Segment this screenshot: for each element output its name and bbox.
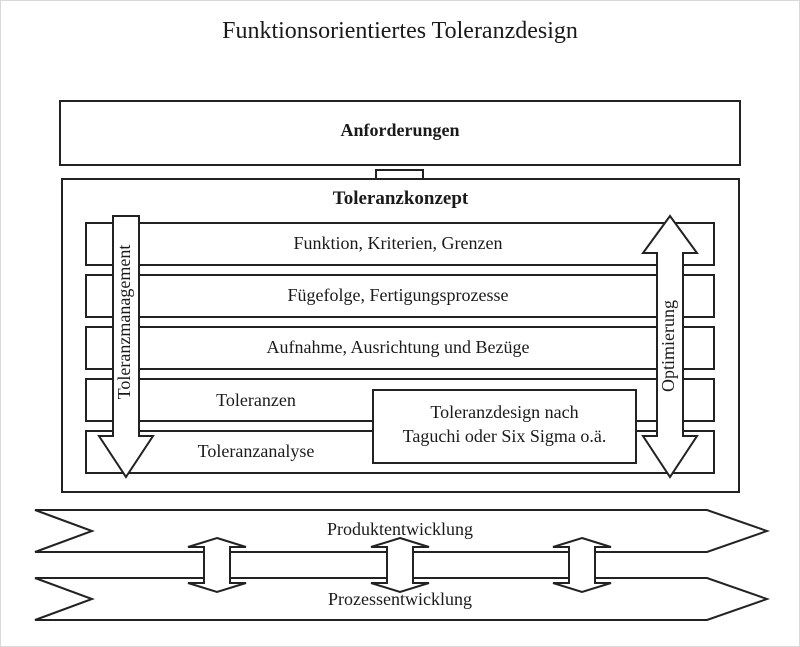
method-line-2: Taguchi oder Six Sigma o.ä. <box>402 426 607 446</box>
stream-exchange-double-arrow-icon <box>187 536 247 594</box>
method-box <box>372 389 637 464</box>
requirements-label: Anforderungen <box>340 120 460 140</box>
row-joining-sequence <box>85 274 715 318</box>
optimization-double-arrow-icon <box>641 214 699 479</box>
row-label-analysis: Toleranzanalyse <box>197 441 315 461</box>
row-function-criteria-limits <box>85 222 715 266</box>
row-label-function: Funktion, Kriterien, Grenzen <box>293 233 503 253</box>
row-label-tolerances: Toleranzen <box>216 390 296 410</box>
row-label-fixtures: Aufnahme, Ausrichtung und Bezüge <box>266 337 530 357</box>
row-fixtures-datums <box>85 326 715 370</box>
stream-connector-bar <box>595 552 707 578</box>
process-development-label: Prozessentwicklung <box>328 589 472 609</box>
stream-connector-bar <box>35 552 204 578</box>
stream-connector-bar <box>230 552 387 578</box>
management-down-arrow-icon <box>97 215 155 479</box>
stream-connector-bar <box>413 552 569 578</box>
product-development-label: Produktentwicklung <box>327 519 473 539</box>
management-arrow-label: Toleranzmanagement <box>114 244 134 400</box>
stream-exchange-double-arrow-icon <box>552 536 612 594</box>
requirements-box <box>59 100 741 166</box>
optimization-arrow-label: Optimierung <box>658 300 678 392</box>
diagram-title: Funktionsorientiertes Toleranzdesign <box>222 18 578 44</box>
stream-exchange-double-arrow-icon <box>370 536 430 594</box>
row-label-joining: Fügefolge, Fertigungsprozesse <box>287 285 509 305</box>
method-line-1: Toleranzdesign nach <box>430 402 579 422</box>
concept-label: Toleranzkonzept <box>332 188 469 209</box>
